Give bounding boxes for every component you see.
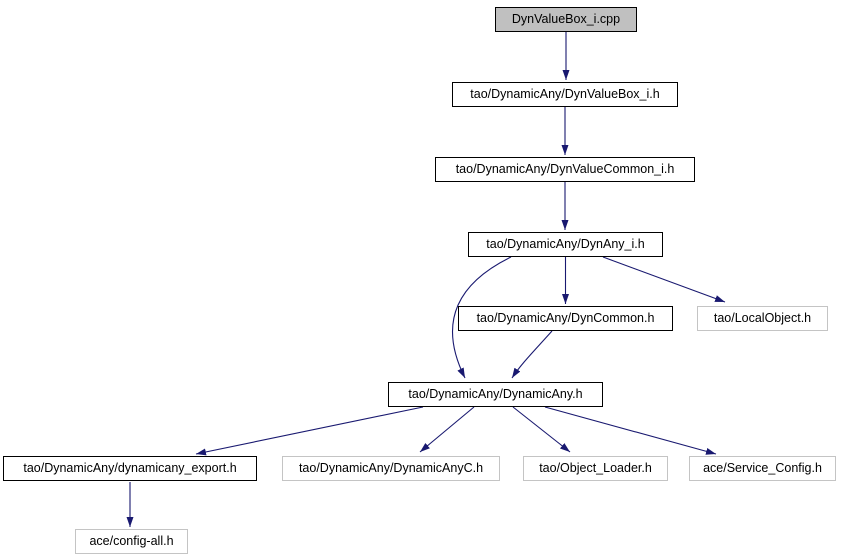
node-dynamicanyc-h: tao/DynamicAny/DynamicAnyC.h — [282, 456, 500, 481]
node-dynamicany-h[interactable]: tao/DynamicAny/DynamicAny.h — [388, 382, 603, 407]
node-dynamicany-export-h[interactable]: tao/DynamicAny/dynamicany_export.h — [3, 456, 257, 481]
node-dynany-i-h[interactable]: tao/DynamicAny/DynAny_i.h — [468, 232, 663, 257]
edge-dynany-i-to-dynamicany — [451, 256, 512, 379]
edge-dynamicany-to-dynamicanyc — [419, 406, 475, 453]
node-localobject-h: tao/LocalObject.h — [697, 306, 828, 331]
edge-dynany-i-to-localobject — [602, 256, 726, 303]
node-dynvaluebox-i-h[interactable]: tao/DynamicAny/DynValueBox_i.h — [452, 82, 678, 107]
edge-dynamicany-to-service-config — [544, 406, 717, 455]
edge-dynamicany-to-object-loader — [512, 406, 571, 453]
node-config-all-h: ace/config-all.h — [75, 529, 188, 554]
node-dynvaluebox-cpp: DynValueBox_i.cpp — [495, 7, 637, 32]
node-service-config-h: ace/Service_Config.h — [689, 456, 836, 481]
node-dynvaluecommon-i-h[interactable]: tao/DynamicAny/DynValueCommon_i.h — [435, 157, 695, 182]
edge-dyncommon-to-dynamicany — [511, 330, 553, 379]
node-dyncommon-h[interactable]: tao/DynamicAny/DynCommon.h — [458, 306, 673, 331]
edge-dynamicany-to-export — [195, 406, 424, 456]
node-object-loader-h: tao/Object_Loader.h — [523, 456, 668, 481]
